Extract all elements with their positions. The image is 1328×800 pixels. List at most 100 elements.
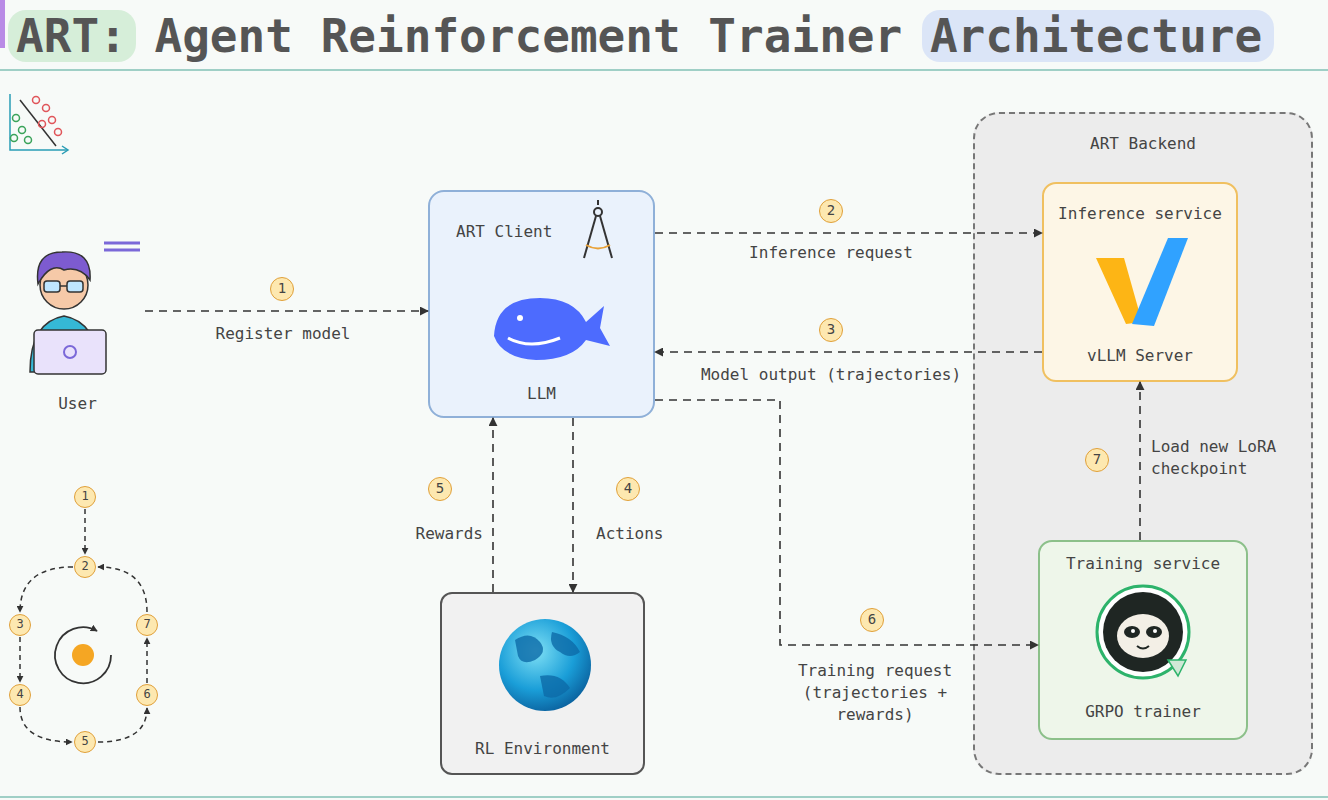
edge-label: Load new LoRA checkpoint [1151, 436, 1301, 480]
user-figure [34, 330, 106, 374]
cycle-center [55, 627, 111, 683]
vllm-logo [1132, 238, 1188, 326]
box-label: vLLM Server [1044, 346, 1236, 366]
user-figure [38, 252, 91, 284]
edge-label: Rewards [385, 523, 483, 545]
callout-number: 1 [74, 486, 96, 508]
box-label: LLM [430, 384, 653, 404]
box-label: GRPO trainer [1040, 702, 1246, 722]
flow-arrow [492, 418, 494, 592]
callout-number: 6 [860, 608, 884, 632]
compass-icon [586, 245, 610, 249]
chart-icon [43, 105, 50, 112]
sloth-sticker [1117, 614, 1169, 658]
globe-icon [499, 619, 591, 711]
chart-icon [25, 137, 32, 144]
user-figure [104, 242, 140, 245]
user-figure [64, 346, 76, 358]
chart-icon [62, 146, 68, 154]
globe-icon [499, 619, 591, 711]
user-figure [60, 285, 67, 287]
cycle-diagram [20, 509, 147, 742]
edge-label: Actions [596, 523, 696, 545]
callout-number: 3 [9, 614, 31, 636]
flow-arrow [145, 310, 428, 312]
box-label: RL Environment [442, 739, 643, 759]
chart-icon [20, 100, 56, 146]
llm-whale-logo [494, 298, 610, 360]
sloth-sticker [1124, 626, 1140, 638]
compass-icon [600, 216, 612, 258]
cycle-center [55, 627, 111, 683]
sloth-sticker [1097, 586, 1189, 678]
cycle-diagram [20, 567, 73, 612]
globe-icon [540, 675, 570, 698]
callout-number: 3 [819, 318, 843, 342]
cycle-diagram [19, 637, 21, 682]
callout-number: 2 [819, 199, 843, 223]
callout-number: 4 [9, 684, 31, 706]
cycle-diagram [84, 509, 86, 554]
sloth-sticker [1137, 646, 1149, 649]
callout-number: 7 [1085, 448, 1109, 472]
title-rule [0, 69, 1328, 71]
chart-icon [39, 121, 46, 128]
flow-arrow [655, 400, 1038, 645]
chart-icon [13, 115, 20, 122]
box-heading: ART Client [456, 222, 552, 242]
callout-number: 6 [136, 684, 158, 706]
chart-icon [55, 129, 62, 136]
callout-number: 7 [136, 614, 158, 636]
flow-arrow [1139, 382, 1141, 540]
edge-label: Inference request [731, 242, 931, 264]
sloth-sticker [1153, 629, 1157, 633]
user-figure [30, 243, 140, 374]
chart-icon [33, 97, 40, 104]
user-figure [67, 281, 83, 292]
globe-icon [515, 635, 543, 662]
box-heading: Inference service [1044, 204, 1236, 224]
chart-icon [19, 127, 26, 134]
region-heading: ART Backend [975, 134, 1311, 154]
callout-number: 5 [428, 477, 452, 501]
user-figure [44, 281, 60, 292]
vllm-logo [1096, 238, 1188, 326]
edge-label: Model output (trajectories) [676, 364, 986, 386]
chart-icon [10, 94, 68, 154]
callout-number: 4 [616, 477, 640, 501]
compass-icon [597, 200, 599, 205]
llm-whale-logo [517, 315, 523, 321]
edge-label: Training request (trajectories + rewards… [785, 660, 965, 726]
llm-whale-logo [494, 298, 610, 360]
cycle-diagram [146, 638, 148, 683]
user-figure [104, 249, 140, 252]
cycle-diagram [98, 567, 147, 612]
cycle-center [72, 644, 94, 666]
sloth-sticker [1168, 660, 1186, 676]
callout-number: 5 [74, 731, 96, 753]
callout-number: 1 [270, 277, 294, 301]
compass-icon [584, 216, 596, 258]
sloth-sticker [1146, 626, 1162, 638]
compass-icon [594, 208, 602, 216]
llm-whale-logo [508, 338, 560, 344]
sloth-sticker [1131, 629, 1135, 633]
cycle-diagram [20, 707, 72, 742]
frame-accent [0, 0, 5, 48]
diagram-title: ART: Agent Reinforcement Trainer Archite… [16, 8, 1262, 64]
compass-icon [584, 200, 612, 258]
cycle-diagram [98, 708, 147, 742]
callout-number: 2 [74, 556, 96, 578]
bottom-rule [0, 796, 1328, 798]
flow-arrow [655, 351, 1042, 353]
vllm-logo [1096, 258, 1142, 324]
inference-box: Inference service vLLM Server [1042, 182, 1238, 382]
flow-arrow [655, 232, 1042, 234]
edge-label: Register model [198, 323, 368, 345]
sloth-sticker [1097, 586, 1189, 678]
chart-icon [10, 94, 68, 150]
globe-icon [551, 632, 580, 656]
flow-arrow [572, 418, 574, 592]
